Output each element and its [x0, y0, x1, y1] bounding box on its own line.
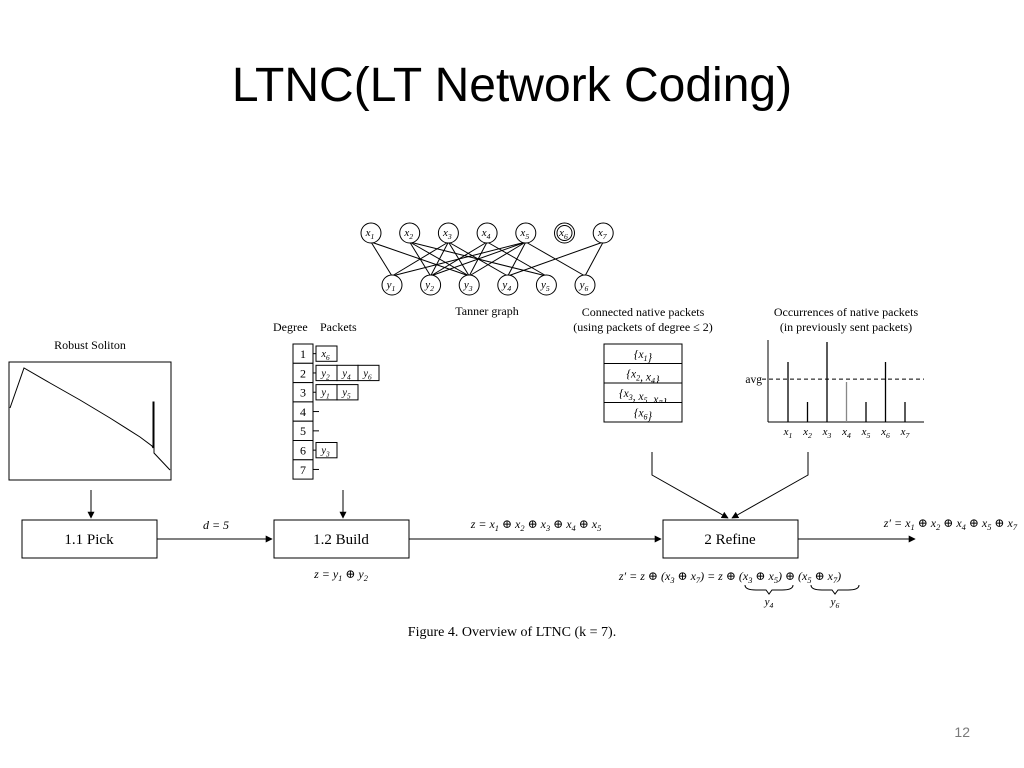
connected-row: [603, 402, 683, 423]
tanner-node-y5: [535, 274, 557, 296]
z-full-equation: z = x1​ ⊕ x2​ ⊕ x3​ ⊕ x4​ ⊕ x5​: [470, 517, 602, 533]
tanner-label-y4: y4: [501, 279, 511, 293]
tanner-node-x7: [592, 222, 614, 244]
packet-y2: y2: [320, 368, 330, 381]
tanner-edge: [507, 241, 527, 277]
occ-tick-x4: x4: [841, 426, 851, 440]
slide-title: LTNC(LT Network Coding): [231, 59, 793, 112]
tanner-node-y3: [458, 274, 480, 296]
underbrace-y4: [744, 584, 794, 595]
occurrences-chart: avg x1 x2 x3 x4 x5 x6 x7: [745, 340, 924, 440]
packet-x6: x6: [320, 349, 330, 362]
degree-value: 7: [300, 463, 306, 477]
tanner-node-y1: [381, 274, 403, 296]
pick-step-label: 1.1 Pick: [64, 532, 114, 548]
tanner-edge: [468, 241, 527, 277]
degree-value: 1: [300, 347, 306, 361]
degree-header: Degree: [273, 320, 308, 334]
robust-soliton-plot: [8, 361, 172, 481]
pick-step-box: [21, 519, 158, 559]
tanner-label-x7: x7: [597, 227, 608, 241]
degree-equation: d = 5: [203, 518, 229, 532]
connected-row-text: {x1}: [634, 349, 653, 364]
tanner-edge: [391, 241, 526, 277]
build-step-label: 1.2 Build: [313, 532, 369, 548]
packet-cell: [357, 364, 380, 382]
packet-y6: y6: [362, 368, 372, 381]
connected-row-text: {x6}: [634, 408, 653, 423]
tanner-label-x3: x3: [442, 227, 452, 241]
occ-tick-x6: x6: [880, 426, 890, 440]
underbrace-y6: [810, 584, 860, 595]
tanner-node-x4: [476, 222, 498, 244]
figure-caption: Figure 4. Overview of LTNC (k = 7).: [408, 625, 616, 640]
z-prime-refine-equation: z′ = z ⊕ (x3​ ⊕ x7​) = z ⊕ (x3​ ⊕ x5​) ⊕…: [618, 569, 841, 585]
connected-title-2: (using packets of degree ≤ 2): [573, 320, 713, 334]
packet-cell: [315, 345, 338, 362]
occ-tick-x7: x7: [900, 426, 911, 440]
tanner-label-x6: x6: [558, 227, 568, 241]
occ-tick-x5: x5: [861, 426, 871, 440]
degree-value: 4: [300, 405, 306, 419]
underbrace-y4-label: y4​: [764, 596, 774, 610]
occ-tick-x2: x2: [802, 426, 812, 440]
tanner-label-y2: y2: [424, 279, 434, 293]
occ-tick-x1: x1: [783, 426, 793, 440]
occ-tick-x3: x3: [822, 426, 832, 440]
tanner-edge: [430, 241, 449, 277]
packet-y3: y3: [320, 446, 330, 459]
packet-y5: y5: [341, 388, 351, 401]
refine-step-box: [662, 519, 799, 559]
packet-cell: [336, 384, 359, 401]
tanner-edge: [584, 241, 604, 277]
tanner-node-x5: [515, 222, 537, 244]
tanner-label-y3: y3: [463, 279, 473, 293]
tanner-node-x6-inner: [556, 225, 573, 241]
tanner-node-x1: [360, 222, 382, 244]
tanner-label-x2: x2: [403, 227, 413, 241]
degree-value: 5: [300, 424, 306, 438]
tanner-node-x3: [437, 222, 459, 244]
packets-header: Packets: [320, 320, 357, 334]
tanner-node-y4: [497, 274, 519, 296]
tanner-edge: [430, 241, 526, 277]
z-build-equation: z = y1​ ⊕ y2​: [313, 567, 368, 583]
occ-avg-label: avg: [745, 374, 762, 386]
robust-soliton-title: Robust Soliton: [54, 338, 126, 352]
tanner-node-x2: [399, 222, 421, 244]
tanner-label-y6: y6: [579, 279, 589, 293]
refine-step-label: 2 Refine: [704, 532, 756, 548]
connected-title-1: Connected native packets: [582, 305, 705, 319]
tanner-label-y1: y1: [386, 279, 396, 293]
tanner-edge: [391, 241, 449, 277]
page-number: 12: [954, 724, 970, 740]
underbrace-y6-label: y6​: [830, 596, 840, 610]
degree-value: 3: [300, 386, 306, 400]
tanner-edge: [370, 241, 393, 277]
occurrences-to-refine-arrow: [731, 452, 809, 519]
tanner-label-x5: x5: [519, 227, 529, 241]
packet-y4: y4: [341, 368, 351, 381]
connected-to-refine-arrow: [651, 452, 729, 519]
tanner-label-x4: x4: [481, 227, 491, 241]
tanner-graph-label: Tanner graph: [455, 304, 518, 318]
connected-row-text: {x2, x4}: [626, 369, 660, 387]
packet-y1: y1: [320, 388, 329, 401]
degree-value: 6: [300, 444, 306, 458]
packet-cell: [315, 442, 338, 459]
tanner-label-x1: x1: [365, 227, 375, 241]
tanner-edge: [507, 241, 604, 277]
degree-value: 2: [300, 366, 306, 380]
tanner-label-y5: y5: [540, 279, 550, 293]
tanner-graph: x1 x2 x3 x4 x5 x6 x7 y1 y2 y3 y4 y5 y6: [360, 222, 614, 296]
tanner-node-y2: [420, 274, 442, 296]
degree-table: 1 x6 2 y2 y4 y6 3 y1 y5 4 5 6 y3 7: [292, 343, 380, 480]
tanner-node-y6: [574, 274, 596, 296]
occurrences-title-2: (in previously sent packets): [780, 320, 912, 334]
occurrences-title-1: Occurrences of native packets: [774, 305, 919, 319]
connected-packets-table: {x1}{x2, x4}{x3, x5, x7}{x6}: [603, 343, 683, 423]
z-prime-output-equation: z′ = x1​ ⊕ x2​ ⊕ x4​ ⊕ x5​ ⊕ x7​: [883, 516, 1018, 532]
